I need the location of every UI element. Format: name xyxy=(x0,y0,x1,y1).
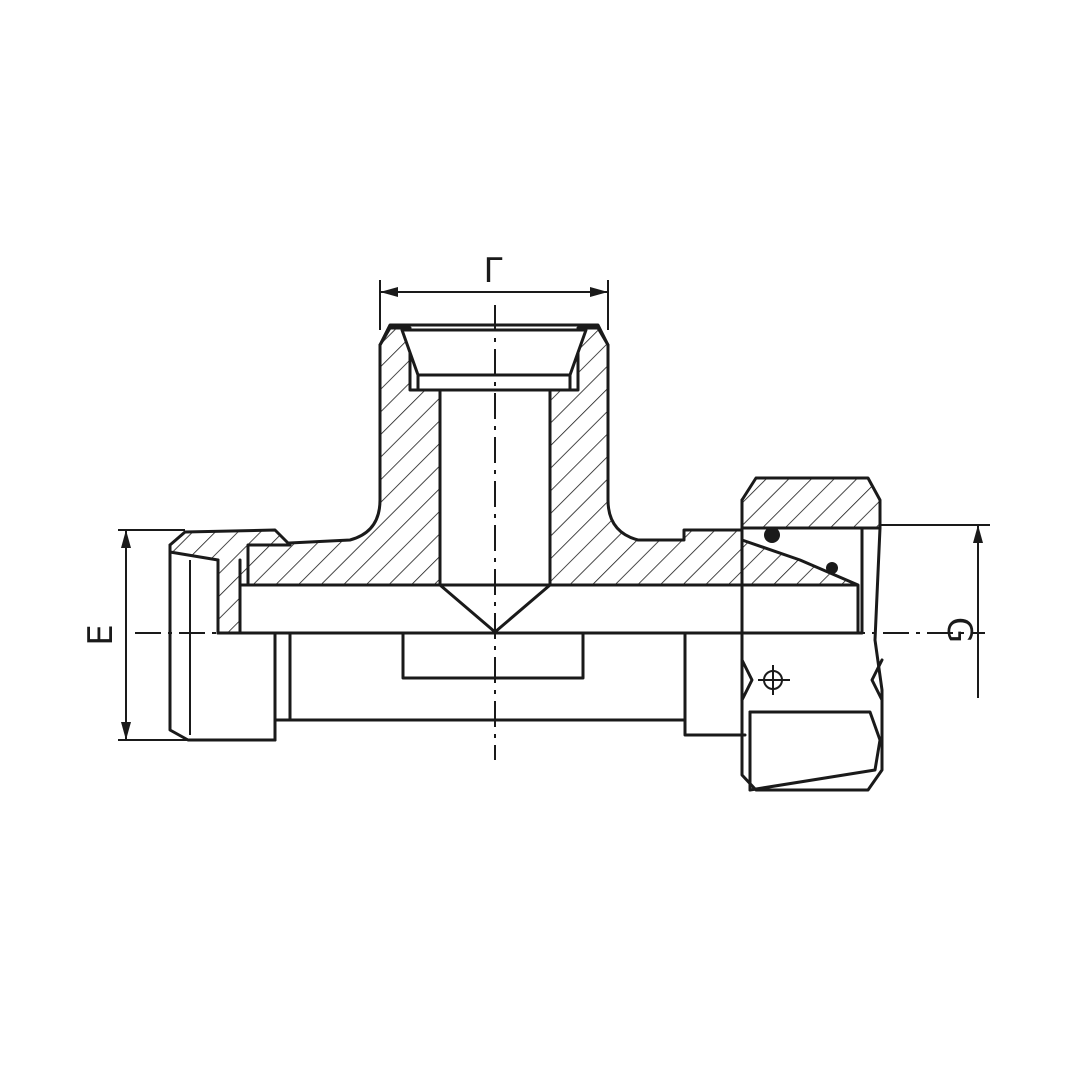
lower-nut-step xyxy=(683,638,747,737)
left-thread-outline xyxy=(168,543,292,742)
dimension-label-left: E xyxy=(81,624,121,645)
nut-body-outline xyxy=(740,498,884,792)
main-bore xyxy=(238,583,862,635)
nut-upper-section xyxy=(740,476,882,530)
nut-inner-tube xyxy=(740,526,864,635)
dimension-label-right: G xyxy=(939,617,979,643)
right-swivel-nut xyxy=(740,476,884,792)
dimension-top-width: Γ xyxy=(379,251,609,330)
o-ring-seal-small xyxy=(826,562,838,574)
left-male-end xyxy=(168,528,292,742)
dimension-right-height: G xyxy=(880,524,990,698)
left-thread-section xyxy=(168,528,292,635)
dimension-label-top: Γ xyxy=(484,251,503,291)
top-branch xyxy=(246,323,860,634)
top-branch-left-wall xyxy=(246,326,442,587)
nut-flat xyxy=(748,710,882,792)
lower-window xyxy=(401,631,585,680)
top-port-outline xyxy=(378,323,610,502)
o-ring-seal xyxy=(764,527,780,543)
dimension-left-height: E xyxy=(81,529,188,741)
